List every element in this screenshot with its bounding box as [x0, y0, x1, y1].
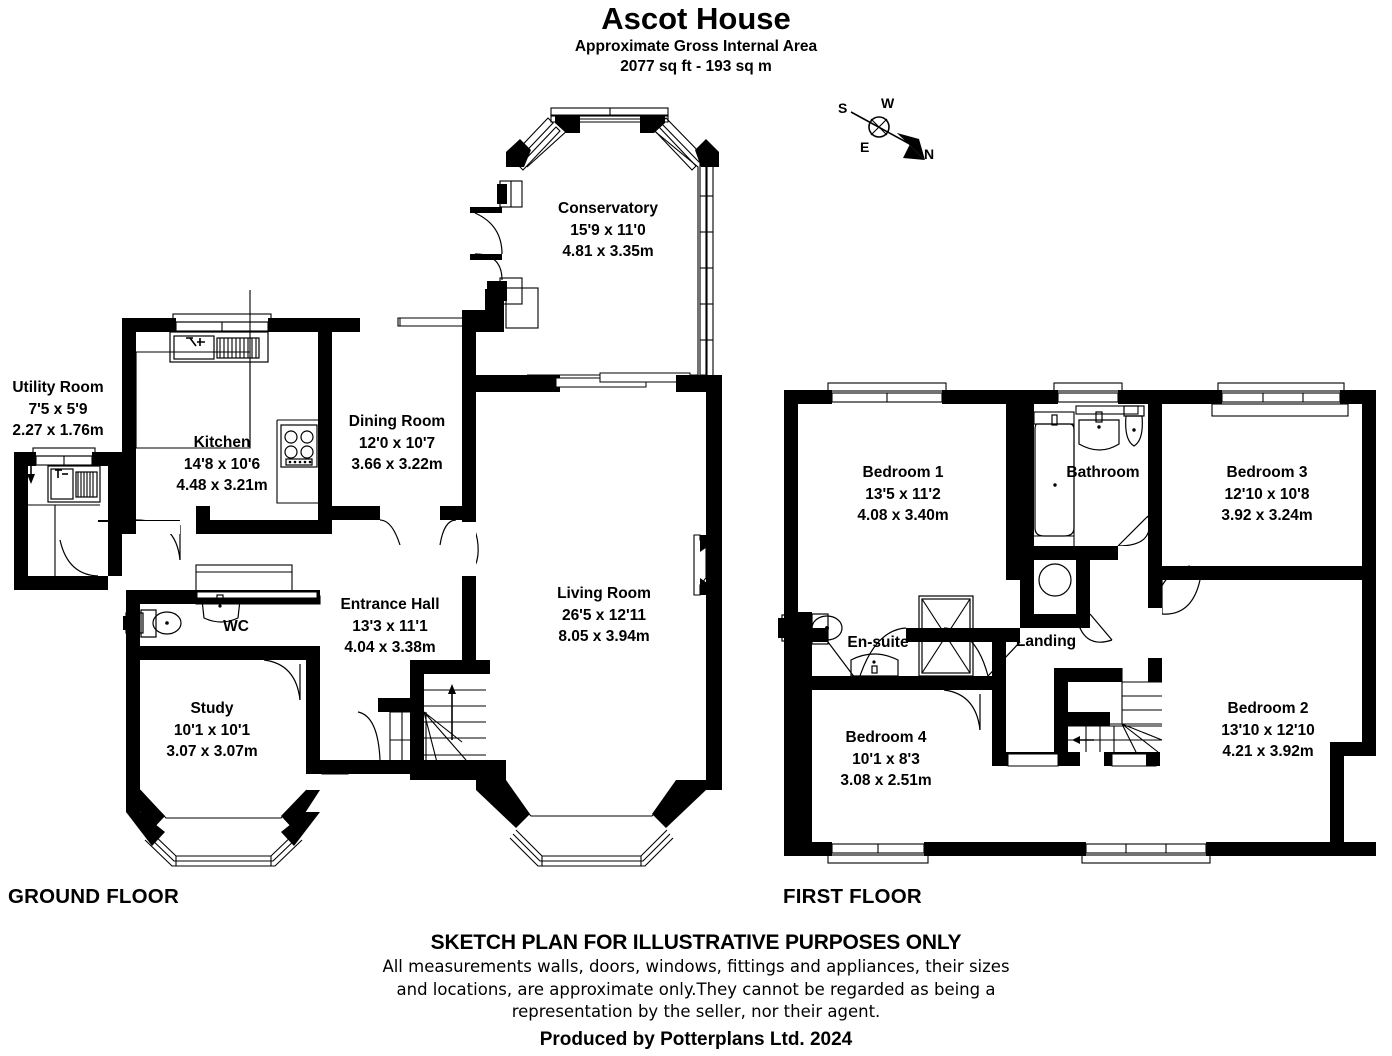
utility-room-metric: 2.27 x 1.76m: [12, 422, 104, 439]
bedroom-2-name: Bedroom 2: [1227, 700, 1309, 717]
entrance-hall-metric: 4.04 x 3.38m: [344, 639, 436, 656]
plan-footer: SKETCH PLAN FOR ILLUSTRATIVE PURPOSES ON…: [0, 930, 1392, 1053]
living-room-name: Living Room: [557, 585, 651, 602]
bedroom-3-name: Bedroom 3: [1226, 464, 1308, 481]
room-label-dining-room: Dining Room 12'0 x 10'7 3.66 x 3.22m: [349, 411, 445, 476]
room-label-conservatory: Conservatory 15'9 x 11'0 4.81 x 3.35m: [558, 198, 658, 263]
conservatory-imperial: 15'9 x 11'0: [570, 221, 646, 239]
compass-label-west: W: [881, 95, 895, 111]
study-metric: 3.07 x 3.07m: [166, 743, 258, 760]
room-label-bathroom: Bathroom: [1066, 462, 1139, 484]
bedroom-1-name: Bedroom 1: [862, 464, 944, 481]
bedroom-3-metric: 3.92 x 3.24m: [1221, 507, 1313, 524]
room-label-landing: Landing: [1016, 631, 1076, 653]
kitchen-imperial: 14'8 x 10'6: [183, 455, 261, 473]
bedroom-2-metric: 4.21 x 3.92m: [1222, 743, 1314, 760]
page-title: Ascot House: [601, 1, 791, 36]
conservatory-metric: 4.81 x 3.35m: [562, 243, 654, 260]
room-label-utility-room: Utility Room 7'5 x 5'9 2.27 x 1.76m: [12, 377, 103, 442]
landing-name: Landing: [1015, 633, 1077, 650]
footer-line-3: representation by the seller, nor their …: [511, 1002, 881, 1021]
dining-room-name: Dining Room: [348, 413, 446, 430]
entrance-hall-name: Entrance Hall: [340, 596, 440, 613]
footer-line-2: and locations, are approximate only.They…: [396, 979, 996, 999]
utility-room-name: Utility Room: [12, 379, 104, 396]
bedroom-3-imperial: 12'10 x 10'8: [1224, 485, 1310, 503]
ground-floor-plan: [14, 107, 722, 867]
room-label-bedroom-1: Bedroom 1 13'5 x 11'2 4.08 x 3.40m: [857, 462, 948, 527]
room-label-bedroom-4: Bedroom 4 10'1 x 8'3 3.08 x 2.51m: [840, 727, 931, 792]
room-label-wc: WC: [223, 616, 249, 638]
bedroom-1-metric: 4.08 x 3.40m: [857, 507, 949, 524]
living-room-imperial: 26'5 x 12'11: [561, 606, 647, 624]
entrance-hall-imperial: 13'3 x 11'1: [352, 617, 428, 635]
bedroom-4-name: Bedroom 4: [845, 729, 927, 746]
wc-name: WC: [223, 618, 249, 635]
bathroom-name: Bathroom: [1066, 464, 1140, 481]
footer-heading: SKETCH PLAN FOR ILLUSTRATIVE PURPOSES ON…: [430, 931, 962, 954]
kitchen-name: Kitchen: [193, 434, 251, 451]
living-room-metric: 8.05 x 3.94m: [558, 628, 650, 645]
dining-room-metric: 3.66 x 3.22m: [351, 456, 443, 473]
en-suite-name: En-suite: [847, 634, 909, 651]
dining-room-imperial: 12'0 x 10'7: [358, 434, 436, 452]
kitchen-metric: 4.48 x 3.21m: [176, 477, 268, 494]
bedroom-4-imperial: 10'1 x 8'3: [852, 750, 920, 768]
compass-label-east: E: [860, 139, 870, 155]
bedroom-2-imperial: 13'10 x 12'10: [1221, 721, 1315, 739]
conservatory-name: Conservatory: [558, 200, 658, 217]
footer-producer: Produced by Potterplans Ltd. 2024: [539, 1028, 853, 1050]
study-name: Study: [190, 700, 234, 717]
room-label-en-suite: En-suite: [847, 632, 908, 654]
bedroom-4-metric: 3.08 x 2.51m: [840, 772, 932, 789]
room-label-bedroom-2: Bedroom 2 13'10 x 12'10 4.21 x 3.92m: [1221, 698, 1315, 763]
gross-area-line2: 2077 sq ft - 193 sq m: [620, 58, 772, 75]
bedroom-1-imperial: 13'5 x 11'2: [865, 485, 941, 503]
gross-area-line1: Approximate Gross Internal Area: [574, 38, 818, 55]
compass-rose: [850, 111, 925, 160]
room-label-living-room: Living Room 26'5 x 12'11 8.05 x 3.94m: [557, 583, 651, 648]
room-label-entrance-hall: Entrance Hall 13'3 x 11'1 4.04 x 3.38m: [340, 594, 439, 659]
ground-floor-walls: [14, 290, 722, 867]
room-label-bedroom-3: Bedroom 3 12'10 x 10'8 3.92 x 3.24m: [1221, 462, 1312, 527]
ground-floor-label: GROUND FLOOR: [8, 885, 179, 908]
room-label-study: Study 10'1 x 10'1 3.07 x 3.07m: [166, 698, 257, 763]
study-imperial: 10'1 x 10'1: [173, 721, 251, 739]
plan-header: Ascot House Approximate Gross Internal A…: [0, 0, 1392, 77]
compass-label-south: S: [838, 100, 848, 116]
compass-label-north: N: [924, 146, 935, 162]
room-label-kitchen: Kitchen 14'8 x 10'6 4.48 x 3.21m: [176, 432, 267, 497]
footer-line-1: All measurements walls, doors, windows, …: [382, 957, 1010, 976]
utility-room-imperial: 7'5 x 5'9: [28, 400, 88, 418]
first-floor-label: FIRST FLOOR: [783, 885, 922, 908]
first-floor-plan: [778, 382, 1376, 864]
